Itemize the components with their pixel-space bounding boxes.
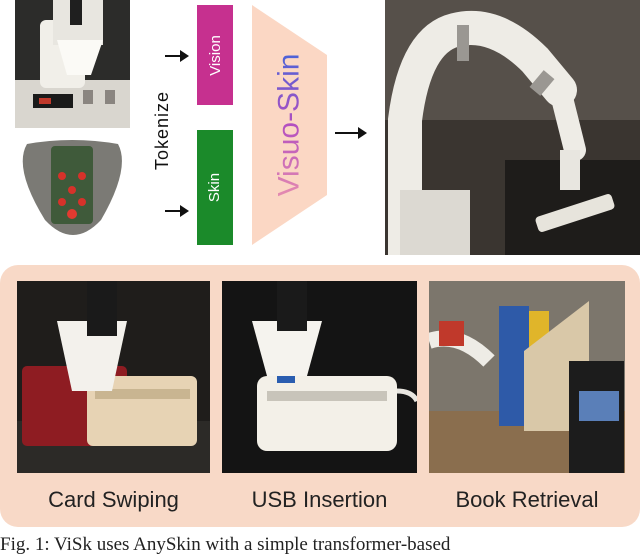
model-trapezoid [252, 5, 327, 245]
arrow-right-icon [165, 50, 189, 62]
skin-sensor-photo [15, 138, 130, 248]
skin-token-box: Skin [197, 130, 233, 245]
card-swiping-photo [17, 281, 210, 473]
task-label-usb-insertion: USB Insertion [251, 487, 388, 512]
model-name-label: Visuo-Skin [272, 53, 306, 197]
arrow-right-icon [335, 127, 367, 139]
figure-caption: Fig. 1: ViSk uses AnySkin with a simple … [0, 534, 451, 554]
robot-arm-photo [385, 0, 640, 255]
vision-token-box: Vision [197, 5, 233, 105]
task-label-card-swiping: Card Swiping [48, 487, 179, 512]
usb-insertion-photo [222, 281, 417, 473]
book-retrieval-photo [429, 281, 625, 473]
tokenize-label: Tokenize [152, 90, 173, 170]
arrow-right-icon [165, 205, 189, 217]
gripper-vision-photo [15, 0, 130, 128]
task-label-book-retrieval: Book Retrieval [455, 487, 599, 512]
